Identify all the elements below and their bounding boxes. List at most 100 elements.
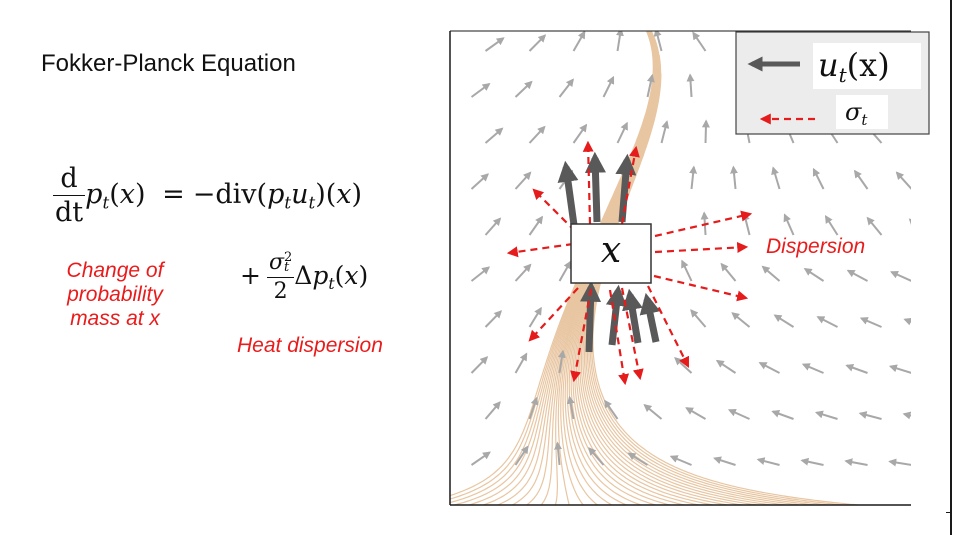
field-arrow [844,458,868,467]
drift-arrow [622,288,643,344]
field-arrow [660,120,670,144]
field-arrow [908,218,911,227]
change-of-mass-note: Change of probability mass at x [40,259,190,331]
field-arrow [484,310,503,328]
field-arrow [761,265,781,282]
field-arrow [514,352,528,374]
field-arrow [514,171,532,190]
density-symbol: p [85,179,103,210]
field-arrow [803,268,825,282]
noise-arrow [506,242,574,258]
field-arrow [690,309,707,328]
field-arrow [646,73,655,98]
legend-drift-label: ut(x) [818,46,890,87]
field-arrow [801,363,824,374]
field-arrow [470,356,489,374]
field-arrow [783,213,795,236]
legend: ut(x) σt [735,31,930,135]
divergence-term: −div [192,179,257,210]
derivative-numerator: d [53,165,86,196]
field-arrow [812,167,825,190]
field-arrow [669,455,692,466]
note-line-2: probability [67,283,163,306]
field-arrow [902,411,911,420]
field-arrow [484,217,502,236]
field-arrow [771,409,794,420]
noise-arrow [654,210,753,238]
field-arrow [756,457,780,466]
field-arrow [558,78,574,98]
legend-noise-label: σt [845,98,868,129]
field-arrow [701,119,710,144]
streamlines [450,31,865,505]
field-arrow [689,165,698,190]
derivative-denominator: dt [55,197,84,228]
noise-arrow [608,289,630,386]
noise-arrow [532,188,576,232]
noise-arrow [582,140,594,225]
field-arrow [604,399,619,420]
field-arrow [643,403,663,420]
field-arrow [853,169,869,190]
noise-arrow [653,274,749,302]
field-arrow [846,269,868,282]
drift-arrow [580,280,602,353]
legend-drift-label-bg [813,43,921,89]
field-arrow [816,316,838,328]
field-arrow [588,447,605,466]
field-arrow [903,317,911,326]
field-arrow [720,262,737,282]
field-arrow [727,408,750,420]
field-arrow [824,215,839,236]
field-arrow [859,317,882,328]
field-arrow [895,171,911,190]
dispersion-label: Dispersion [766,235,865,258]
field-arrow [730,165,738,190]
field-arrow [615,31,624,52]
field-arrow [557,349,566,374]
field-arrow [685,407,707,420]
background-field-arrows [470,31,911,467]
field-arrow [470,173,489,190]
field-arrow [528,215,544,236]
field-arrow [758,362,780,374]
drift-arrow [557,160,579,226]
field-arrow [470,451,491,466]
noise-arrow [620,287,644,381]
drift-arrow [584,151,606,223]
field-arrow [627,452,649,466]
field-arrow [572,31,586,52]
field-arrow [470,82,491,98]
field-arrow [528,306,542,328]
noise-arrows [506,140,753,386]
center-point-box [570,223,652,284]
noise-arrow [620,145,640,225]
center-point-label: x [601,230,621,271]
time-derivative-fraction: d dt [53,165,86,228]
noise-arrow [654,241,749,254]
field-arrow [514,445,529,466]
field-arrow [514,80,533,98]
field-arrow [602,75,615,98]
field-arrow [653,31,663,52]
field-arrow [773,314,795,328]
field-arrow [566,395,575,420]
field-arrow [470,266,491,282]
field-arrow [484,127,504,144]
field-arrow [554,441,563,466]
legend-noise-label-bg [836,95,888,129]
field-arrow [484,401,501,420]
field-arrow [888,458,911,467]
field-arrow [771,166,781,190]
field-arrow [484,37,505,52]
field-arrow [681,259,693,282]
field-arrow [800,457,824,466]
field-arrow [731,312,751,328]
field-arrow [866,216,883,236]
field-arrow [713,456,736,466]
field-arrow [686,73,695,98]
field-arrow [692,31,707,52]
page-right-tick [946,512,950,513]
